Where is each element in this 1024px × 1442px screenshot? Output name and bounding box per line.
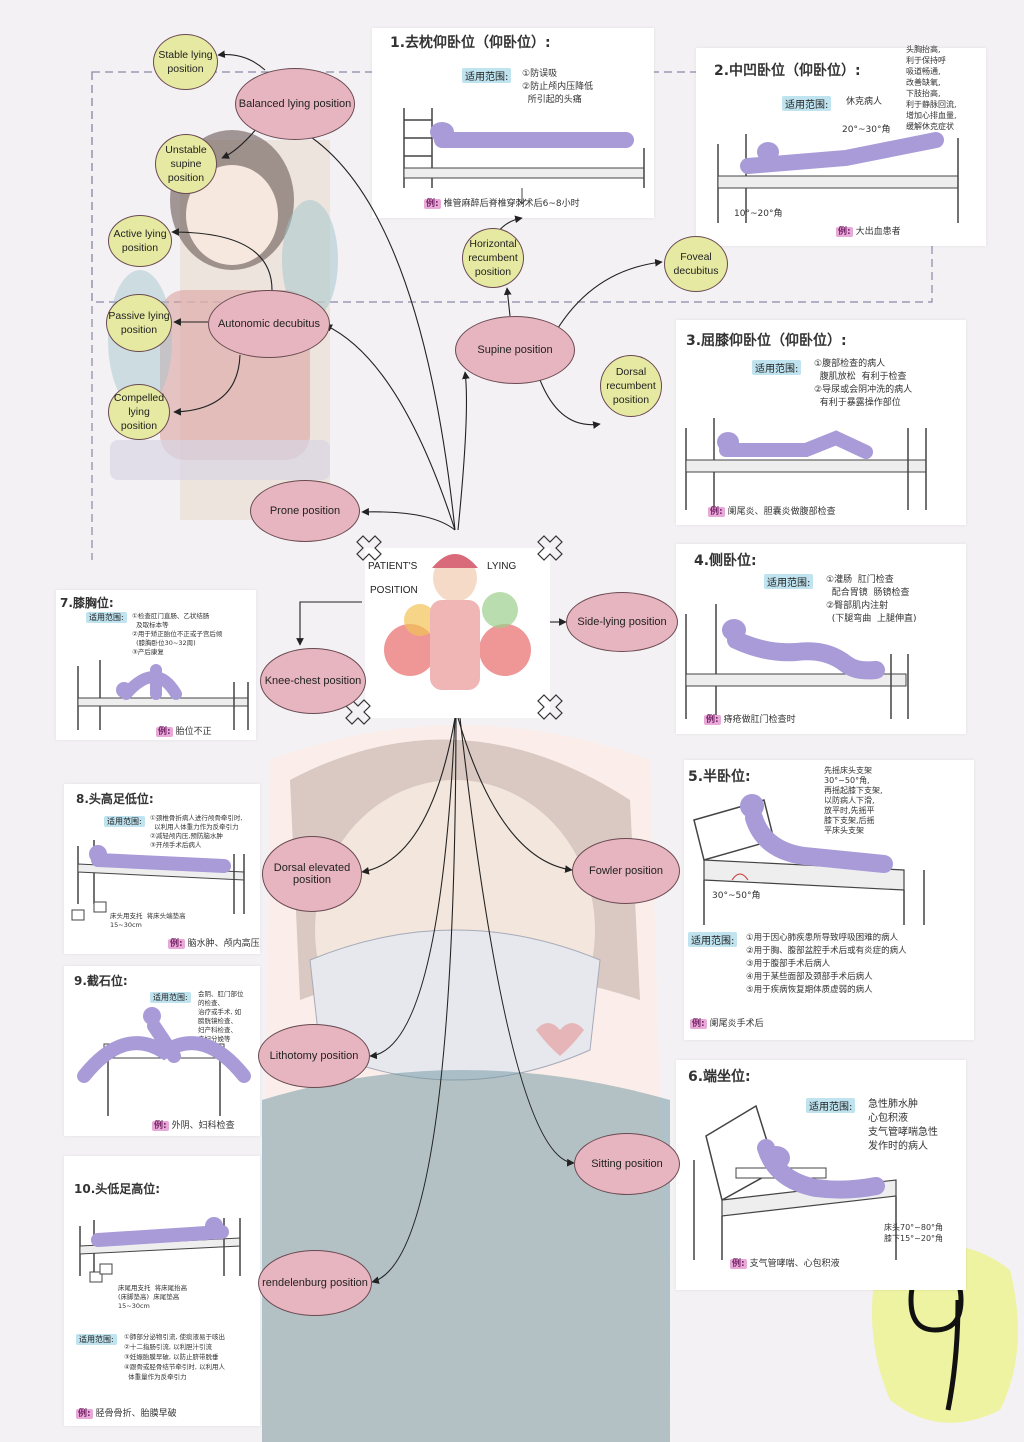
bed-illustration [77,1007,251,1116]
card-title: 7.膝胸位: [56,596,114,611]
node-stable-lying[interactable]: Stable lying position [153,34,218,90]
node-passive-lying[interactable]: Passive lying position [106,294,172,352]
card-title: 9.截石位: [70,974,128,989]
scope-notes: 会阴、肛门部位 的检查、 治疗或手术, 如 膀胱镜检查、 妇产科检查、 产妇分娩… [198,990,244,1043]
node-fowler[interactable]: Fowler position [572,838,680,904]
card-title: 5.半卧位: [684,766,751,786]
scope-notes: ①用于因心肺疾患所导致呼吸困难的病人 ②用于胸、腹部盆腔手术后或有炎症的病人 ③… [746,933,907,995]
bed-illustration [403,108,645,205]
scope-notes: 急性肺水肿 心包积液 支气管哮喘急性 发作时的病人 [868,1099,938,1152]
bed-illustration [71,840,245,921]
scope-text: 休克病人 [846,97,883,107]
example-line: 例:大出血患者 [836,227,901,237]
bed-illustration [79,1217,241,1283]
under-note: 床头用支托 将床头端垫高 15~30cm [110,912,186,929]
node-prone-position[interactable]: Prone position [250,480,360,542]
node-knee-chest[interactable]: Knee-chest position [260,648,366,714]
center-label-line2: LYING [487,561,517,572]
scope-notes: ①颈椎骨折病人进行颅骨牵引时, 以利用人体重力作为反牵引力 ②减轻颅内压,预防脑… [150,814,243,849]
card-title: 3.屈膝仰卧位（仰卧位）: [682,330,847,350]
node-autonomic-decubitus[interactable]: Autonomic decubitus [208,290,330,358]
node-horizontal-recumbent[interactable]: Horizontal recumbent position [462,228,524,288]
example-line: 例:胎位不正 [156,727,212,737]
scope-notes: ①防误吸 ②防止颅内压降低 所引起的头痛 [522,69,594,105]
card-supine-no-pillow: 1.去枕仰卧位（仰卧位）: 适用范围: ①防误吸 ②防止颅内压降低 所引起的头痛… [372,28,654,218]
angle-label-bottom: 10°~20°角 [734,209,783,219]
scope-notes: ①肺部分泌物引流, 使痰液易于咳出 ②十二指肠引流, 以利胆汁引流 ③妊娠胎膜早… [124,1333,225,1381]
node-side-lying[interactable]: Side-lying position [566,592,678,652]
scope-notes: ①检查肛门直肠、乙状结肠 及取标本等 ②用于矫正胎位不正或子宫后倾 (膝胸卧位3… [132,612,223,656]
card-sitting: 6.端坐位: 适用范围: 急性肺水肿 心包积液 支气管哮喘急性 发作时的病人 床… [676,1060,966,1290]
angle-label: 30°~50°角 [712,891,761,901]
card-side-lying: 4.侧卧位: 适用范围: ①灌肠 肛门检查 配合胃镜 肠镜检查 ②臀部肌内注射 … [676,544,966,734]
bed-illustration [77,660,249,730]
scope-notes: ①灌肠 肛门检查 配合胃镜 肠镜检查 ②臀部肌内注射 (下腿弯曲 上腿伸直) [826,575,917,624]
node-dorsal-recumbent[interactable]: Dorsal recumbent position [600,355,662,417]
bed-illustration [693,1104,897,1260]
card-title: 6.端坐位: [684,1066,751,1086]
card-title: 10.头低足高位: [69,1182,161,1197]
example-line: 例:外阴、妇科检查 [152,1121,235,1131]
bed-illustration [693,794,925,925]
scope-tag: 适用范围: [150,992,191,1003]
under-note: 床尾用支托 将床尾抬高 (床脚垫高) 床尾垫高 15~30cm [118,1284,188,1310]
example-line: 例:胫骨骨折、胎膜早破 [76,1409,177,1419]
example-line: 例:脑水肿、颅内高压 [168,939,260,949]
scope-tag: 适用范围: [86,612,127,623]
card-shock-position: 2.中凹卧位（仰卧位）: 适用范围: 休克病人 头胸抬高, 利于保持呼 吸道畅通… [696,45,986,246]
node-lithotomy[interactable]: Lithotomy position [258,1024,370,1088]
scope-tag: 适用范围: [782,96,832,111]
card-semi-fowler: 5.半卧位: 先摇床头支架 30°~50°角, 再摇起膝下支架, 以防病人下滑,… [684,760,974,1040]
example-line: 例:支气管哮喘、心包积液 [730,1259,840,1269]
bed-illustration [717,132,959,223]
center-label-line3: POSITION [370,585,418,596]
example-line: 例:痔疮做肛门检查时 [704,715,796,725]
node-active-lying[interactable]: Active lying position [108,215,172,267]
scope-tag: 适用范围: [764,574,814,589]
example-line: 例:阑尾炎、胆囊炎做腹部检查 [708,507,836,517]
node-dorsal-elevated[interactable]: Dorsal elevated position [262,836,362,912]
example-line: 例:阑尾炎手术后 [690,1019,764,1029]
node-unstable-supine[interactable]: Unstable supine position [155,134,217,194]
card-title: 8.头高足低位: [72,792,154,807]
angle-label: 床头70°~80°角 膝下15°~20°角 [884,1223,944,1243]
center-label-line1: PATIENT'S [368,561,418,572]
bed-illustration [685,604,909,719]
scope-tag: 适用范围: [688,932,738,947]
node-compelled-lying[interactable]: Compelled lying position [108,384,170,440]
node-sitting[interactable]: Sitting position [574,1133,680,1195]
node-foveal-decubitus[interactable]: Foveal decubitus [664,236,728,292]
scope-tag: 适用范围: [806,1098,856,1113]
scope-tag: 适用范围: [462,68,512,83]
card-lithotomy: 9.截石位: 适用范围: 会阴、肛门部位 的检查、 治疗或手术, 如 膀胱镜检查… [64,966,260,1136]
node-supine-position[interactable]: Supine position [455,316,575,384]
scope-tag: 适用范围: [752,360,802,375]
card-title: 1.去枕仰卧位（仰卧位）: [386,32,551,52]
card-head-high-feet-low: 8.头高足低位: 适用范围: ①颈椎骨折病人进行颅骨牵引时, 以利用人体重力作为… [64,784,260,954]
angle-label-top: 20°~30°角 [842,125,891,135]
card-head-low-feet-high: 10.头低足高位: 床尾用支托 将床尾抬高 (床脚垫高) 床尾垫高 15~30c… [64,1156,260,1426]
scope-tag: 适用范围: [104,816,145,827]
card-title: 2.中凹卧位（仰卧位）: [710,60,861,80]
scope-notes: ①腹部检查的病人 腹肌放松 有利于检查 ②导尿或会阴冲洗的病人 有利于暴露操作部… [814,359,913,408]
side-note: 头胸抬高, 利于保持呼 吸道畅通, 改善缺氧, 下肢抬高, 利于静脉回流, 增加… [906,45,957,131]
card-title: 4.侧卧位: [690,550,757,570]
card-knee-chest: 7.膝胸位: 适用范围: ①检查肛门直肠、乙状结肠 及取标本等 ②用于矫正胎位不… [56,590,256,740]
scope-tag: 适用范围: [76,1334,117,1345]
node-trendelenburg[interactable]: rendelenburg position [258,1250,372,1316]
example-line: 例:椎管麻醉后脊椎穿刺术后6~8小时 [424,199,580,209]
node-balanced-lying[interactable]: Balanced lying position [235,68,355,140]
side-note: 先摇床头支架 30°~50°角, 再摇起膝下支架, 以防病人下滑, 放平时,先摇… [824,766,883,835]
bed-illustration [685,418,927,510]
card-knee-flexed-supine: 3.屈膝仰卧位（仰卧位）: 适用范围: ①腹部检查的病人 腹肌放松 有利于检查 … [676,320,966,525]
